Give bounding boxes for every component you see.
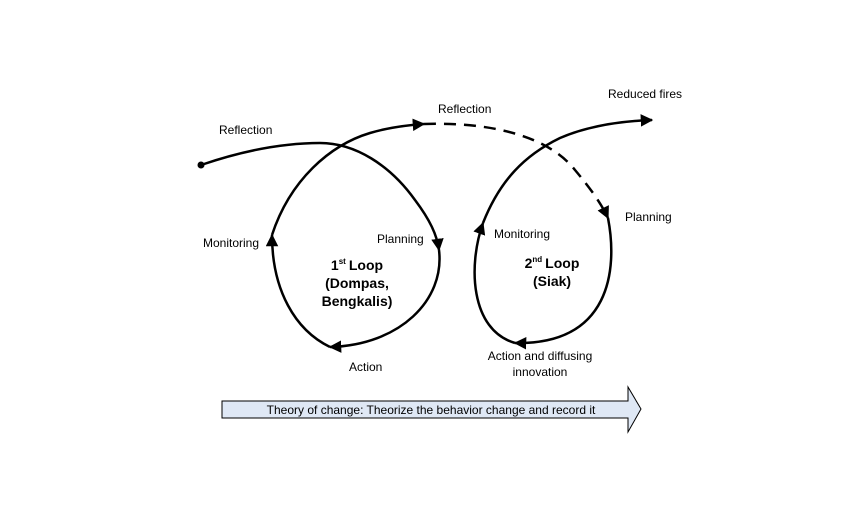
loop2-ordinal: nd	[532, 255, 542, 264]
theory-of-change-text: Theory of change: Theorize the behavior …	[267, 403, 596, 417]
theory-of-change-arrow	[221, 385, 642, 434]
label-reflection-2: Reflection	[438, 102, 491, 116]
loop1-number: 1	[331, 257, 339, 273]
loop1-start-curve	[200, 141, 444, 252]
loop1-monitoring-to-reflection-curve	[270, 118, 426, 236]
label-monitoring-2: Monitoring	[494, 227, 550, 241]
loop2-word: Loop	[545, 255, 579, 271]
label-monitoring-1: Monitoring	[203, 236, 259, 250]
loop1-action-to-monitoring-curve	[265, 233, 331, 349]
label-reflection-1: Reflection	[219, 123, 272, 137]
loop2-monitoring-to-reduced-fires-curve	[481, 114, 654, 224]
label-planning-1: Planning	[377, 232, 424, 246]
loop2-title-line2: (Siak)	[533, 273, 571, 289]
loop1-word: Loop	[349, 257, 383, 273]
label-planning-2: Planning	[625, 210, 672, 224]
loop2-number: 2	[525, 255, 533, 271]
loop1-planning-to-action-curve	[328, 249, 441, 353]
label-reduced-fires: Reduced fires	[608, 87, 682, 101]
transition-dashed-curve	[423, 122, 610, 220]
label-action-2-line1: Action and diffusing	[488, 349, 593, 363]
loop1-ordinal: st	[339, 257, 346, 266]
loop1-title-line2: (Dompas,	[325, 275, 389, 291]
label-action-2-line2: innovation	[513, 365, 568, 379]
loop2-planning-to-action-curve	[513, 217, 613, 350]
loop2-action-to-monitoring-curve	[473, 221, 516, 345]
label-action-1: Action	[349, 360, 382, 374]
loop1-title-line3: Bengkalis)	[322, 293, 393, 309]
